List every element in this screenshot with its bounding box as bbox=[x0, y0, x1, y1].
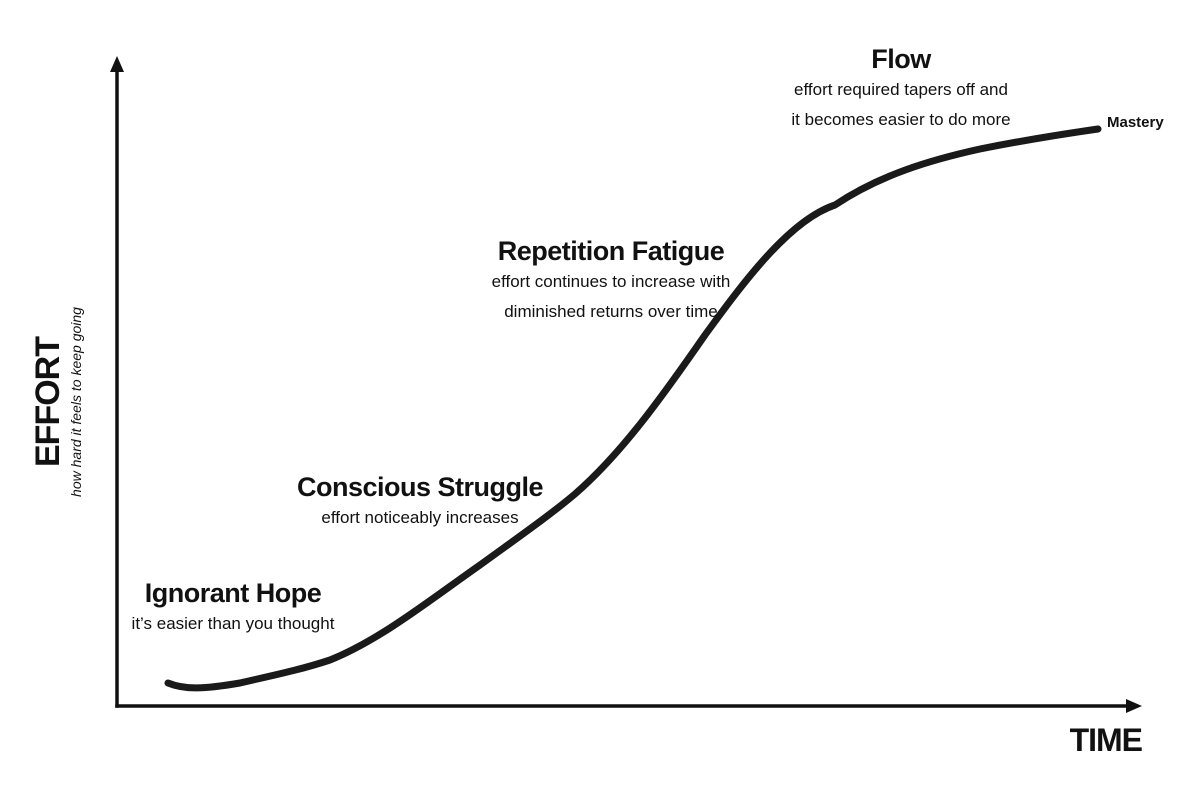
stage-description: it becomes easier to do more bbox=[791, 110, 1011, 129]
y-axis-arrow bbox=[110, 56, 124, 72]
stage-repetition-fatigue: Repetition Fatigue effort continues to i… bbox=[492, 236, 731, 327]
stage-conscious-struggle: Conscious Struggle effort noticeably inc… bbox=[296, 472, 544, 533]
x-axis-title: TIME bbox=[1069, 722, 1143, 758]
mastery-label: Mastery bbox=[1107, 114, 1164, 131]
stage-description: effort noticeably increases bbox=[321, 508, 519, 527]
stage-title: Flow bbox=[871, 44, 931, 74]
stage-title: Ignorant Hope bbox=[144, 578, 322, 608]
stage-description: effort required tapers off and bbox=[794, 80, 1008, 99]
stage-description: it’s easier than you thought bbox=[131, 614, 335, 633]
stage-title: Repetition Fatigue bbox=[497, 236, 725, 266]
stage-title: Conscious Struggle bbox=[296, 472, 544, 502]
y-axis-subtitle: how hard it feels to keep going bbox=[68, 307, 84, 497]
stage-description: effort continues to increase with bbox=[491, 272, 731, 291]
stage-description: diminished returns over time bbox=[504, 302, 718, 321]
stage-flow: Flow effort required tapers off and it b… bbox=[791, 44, 1010, 135]
x-axis-arrow bbox=[1126, 699, 1142, 713]
y-axis-title: EFFORT bbox=[29, 337, 67, 467]
effort-curve bbox=[164, 125, 1102, 692]
stage-ignorant-hope: Ignorant Hope it’s easier than you thoug… bbox=[132, 578, 335, 639]
y-axis-label-group: EFFORT how hard it feels to keep going bbox=[29, 307, 86, 497]
